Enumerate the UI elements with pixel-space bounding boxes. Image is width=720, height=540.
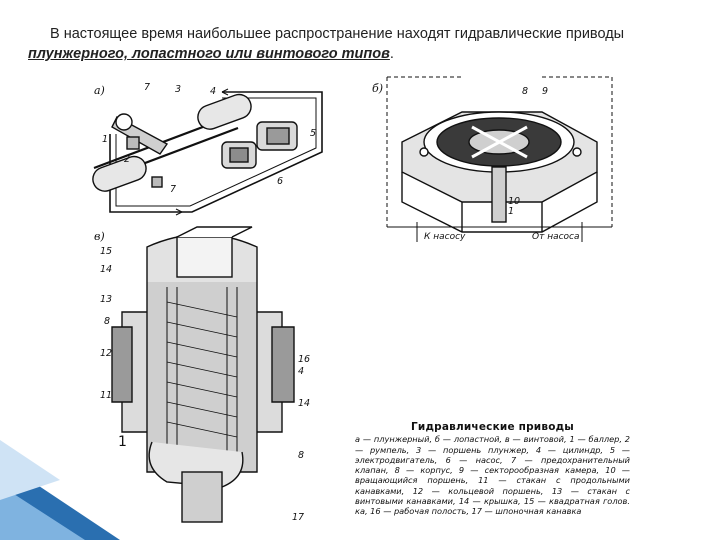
corner-decoration [0, 440, 120, 540]
callout-a-2: 2 [124, 154, 131, 165]
heading-lead: В настоящее время наибольшее распростран… [50, 26, 625, 42]
callout-c-4: 4 [298, 366, 305, 377]
figure-caption: Гидравлические приводы а — плунжерный, б… [355, 422, 630, 517]
slide-heading: В настоящее время наибольшее распростран… [28, 24, 698, 64]
callout-c-1: 1 [118, 434, 127, 450]
callout-b-10: 10 [508, 196, 521, 207]
callout-a-1: 1 [102, 134, 109, 145]
callout-c-16: 16 [298, 354, 311, 365]
callout-a-7-top: 7 [144, 82, 151, 93]
callout-c-15: 15 [100, 246, 113, 257]
flow-label-to-pump: К насосу [424, 232, 466, 242]
callout-a-5: 5 [310, 128, 317, 139]
technical-drawing [92, 76, 613, 523]
callout-b-9: 9 [542, 86, 549, 97]
heading-emphasis: плунжерного, лопастного или винтового ти… [28, 46, 390, 62]
flow-label-from-pump: От насоса [532, 232, 580, 242]
callout-a-4: 4 [210, 86, 217, 97]
callout-a-7-bottom: 7 [170, 184, 177, 195]
screw-drive-drawing [111, 226, 295, 523]
callout-c-17: 17 [292, 512, 305, 523]
caption-title: Гидравлические приводы [411, 421, 574, 433]
callout-c-8-left: 8 [104, 316, 111, 327]
callout-b-8: 8 [522, 86, 529, 97]
callout-c-11: 11 [100, 390, 113, 401]
callout-c-14-top: 14 [100, 264, 113, 275]
heading-period: . [389, 46, 394, 62]
caption-body: а — плунжерный, б — лопастной, в — винто… [355, 434, 630, 517]
callout-c-14-right: 14 [298, 398, 311, 409]
plunger-drive-drawing [92, 88, 323, 216]
panel-label-a: а) [94, 84, 105, 97]
callout-a-3: 3 [175, 84, 182, 95]
callout-b-1: 1 [508, 206, 515, 217]
panel-label-c: в) [94, 230, 105, 243]
vane-drive-drawing [386, 76, 613, 242]
panel-label-b: б) [372, 82, 384, 95]
callout-c-12: 12 [100, 348, 113, 359]
callout-a-6: 6 [277, 176, 284, 187]
hydraulic-drives-figure: а) б) в) 7 3 4 1 2 5 6 7 8 9 10 1 К насо… [72, 72, 642, 532]
callout-c-8-right: 8 [298, 450, 305, 461]
callout-c-13: 13 [100, 294, 113, 305]
